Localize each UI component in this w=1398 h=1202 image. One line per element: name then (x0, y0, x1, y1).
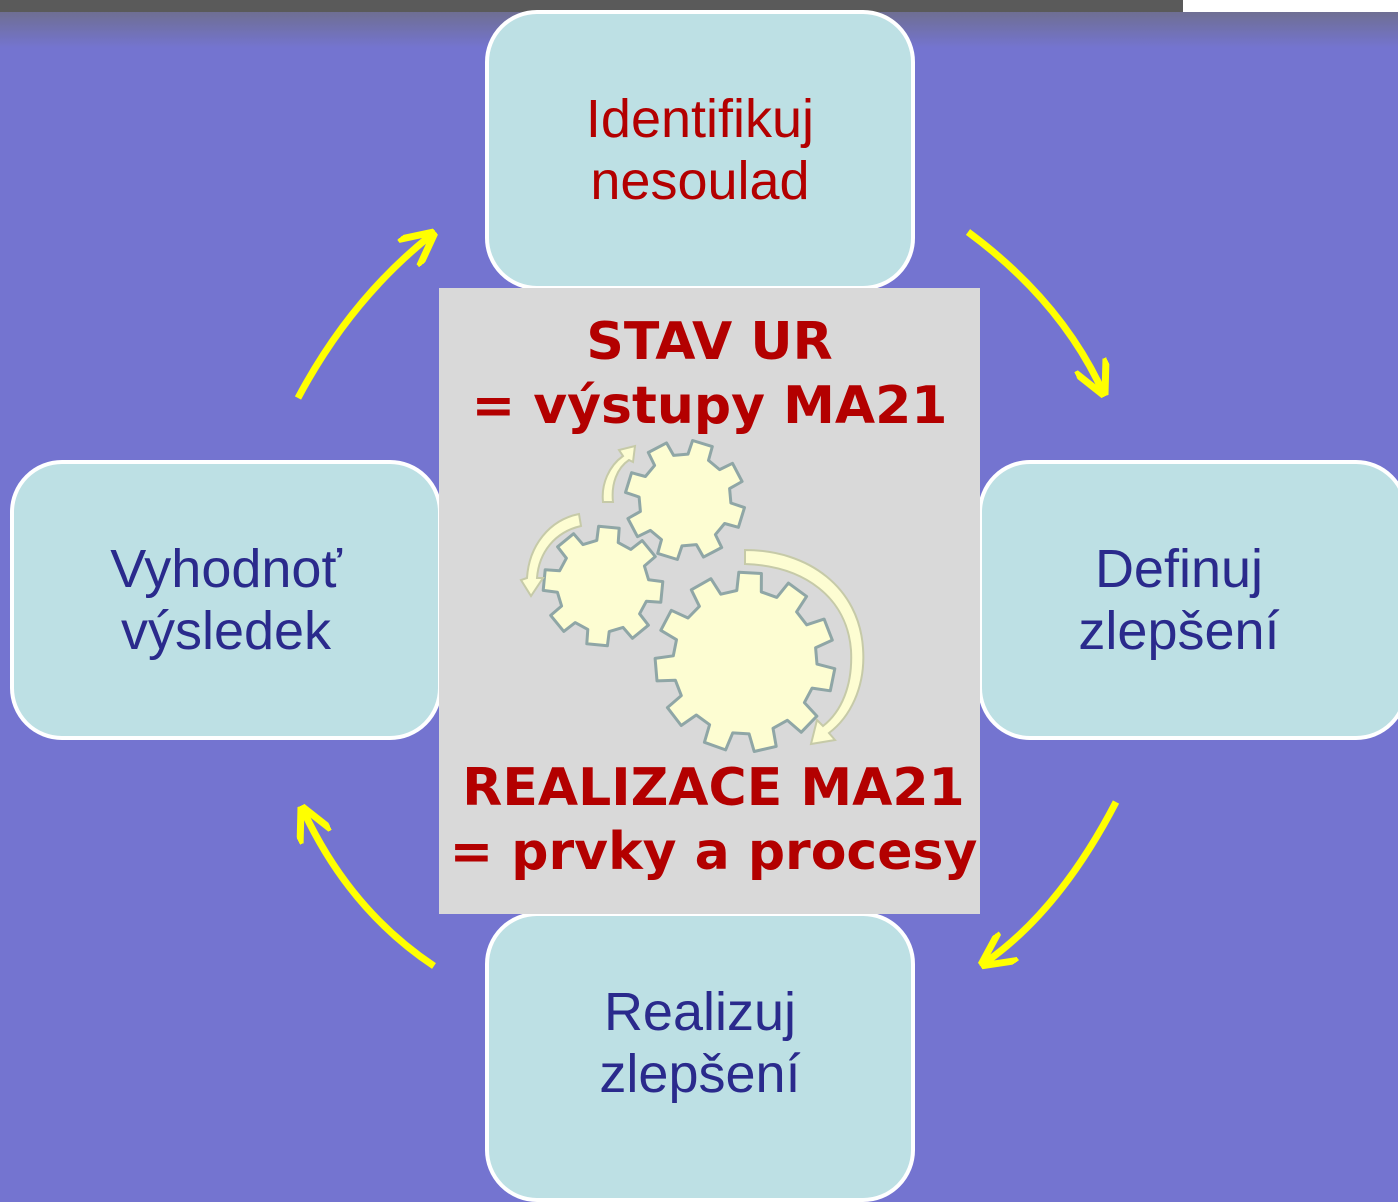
gear-icon (653, 570, 837, 753)
node-right-line-1: Definuj (1094, 539, 1264, 599)
arrow-right-to-bottom (986, 800, 1120, 962)
arrow-top-to-right (965, 229, 1102, 390)
center-panel: STAV UR = výstupy MA21 REALIZACE MA21 = … (439, 288, 980, 914)
node-right-line-2: zlepšení (1078, 601, 1280, 661)
arrow-left-to-top (294, 236, 430, 400)
node-left-line-1: Vyhodnoť (110, 539, 342, 599)
node-top-line-2: nesoulad (590, 151, 810, 211)
node-top-line-1: Identifikuj (585, 89, 815, 149)
center-bottom-line-2: = prvky a procesy (449, 822, 978, 882)
top-bar (0, 0, 1183, 12)
center-top-line-2: = výstupy MA21 (471, 376, 948, 436)
gear-icon (624, 439, 746, 561)
cycle-arrow-icon (519, 444, 865, 746)
gear-icon (541, 524, 665, 648)
center-top-line-1: STAV UR (586, 312, 833, 372)
center-bottom-line-1: REALIZACE MA21 (462, 758, 965, 818)
top-corner (1183, 0, 1398, 12)
node-left-line-2: výsledek (120, 601, 332, 661)
node-bottom-line-1: Realizuj (603, 982, 797, 1042)
gears-icon (519, 439, 865, 753)
node-define-improvement: Definuj zlepšení (978, 460, 1398, 740)
arrow-bottom-to-left (304, 812, 436, 969)
center-top-text: STAV UR = výstupy MA21 (439, 310, 980, 438)
node-evaluate-result: Vyhodnoť výsledek (10, 460, 442, 740)
center-bottom-text: REALIZACE MA21 = prvky a procesy (443, 756, 984, 884)
node-bottom-line-2: zlepšení (599, 1044, 801, 1104)
